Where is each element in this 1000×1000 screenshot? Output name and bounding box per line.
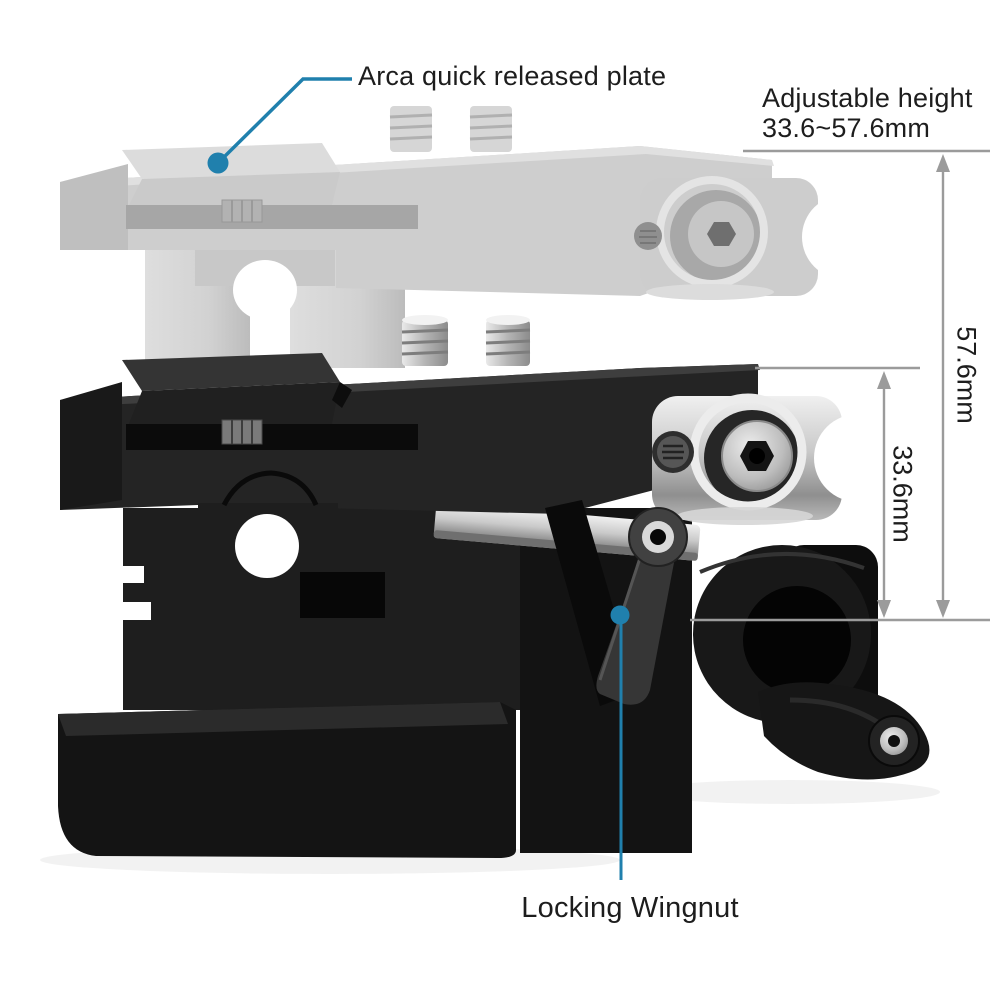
rod-clamp-cylinder <box>693 545 878 723</box>
dimension-lines <box>690 149 990 622</box>
arca-plate-label: Arca quick released plate <box>358 61 667 91</box>
adjustable-height-label: Adjustable height 33.6~57.6mm <box>762 83 973 143</box>
mounting-screws <box>401 315 531 366</box>
min-height-dimension-label: 33.6mm <box>887 445 918 543</box>
adjustable-height-line1: Adjustable height <box>762 83 973 113</box>
bottom-lever <box>758 682 930 780</box>
black-baseplate <box>58 315 930 858</box>
locking-wingnut-label: Locking Wingnut <box>521 892 739 924</box>
ghost-rod-clamp <box>634 176 886 300</box>
locking-wingnut-lever <box>545 500 688 706</box>
knurled-thumbscrew <box>221 419 263 445</box>
total-height-dimension-label: 57.6mm <box>951 326 982 424</box>
adjustable-height-line2: 33.6~57.6mm <box>762 113 931 143</box>
callout-locking-wingnut <box>610 605 630 880</box>
ghost-mounting-screws <box>389 106 513 152</box>
ghost-plate-raised <box>60 106 886 368</box>
ghost-knurled-screw <box>221 199 263 223</box>
rod-clamp-silver <box>652 393 902 525</box>
callout-arca-plate <box>207 77 352 174</box>
